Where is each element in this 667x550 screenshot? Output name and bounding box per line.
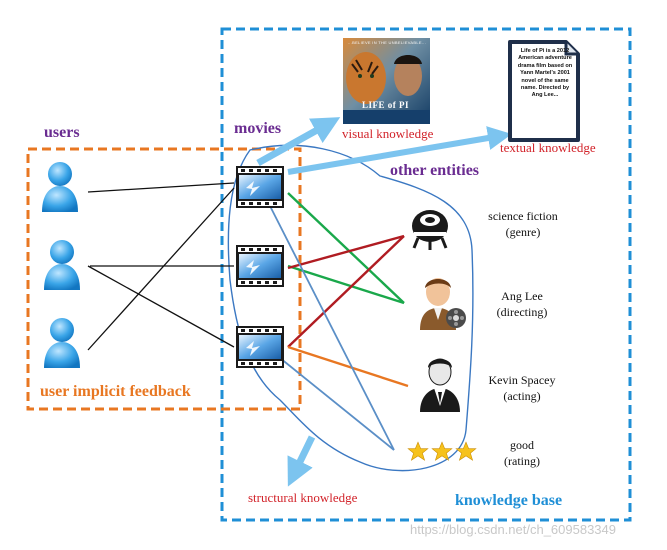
user-icon — [44, 318, 80, 368]
structural-knowledge-arrow — [287, 435, 316, 487]
user-implicit-feedback-label: user implicit feedback — [40, 383, 191, 400]
other-entities-label: other entities — [390, 162, 480, 179]
movie-film-icon — [236, 245, 284, 287]
entity-name: good — [510, 438, 534, 452]
structural-knowledge-label: structural knowledge — [248, 490, 358, 505]
rating-stars-icon — [407, 441, 477, 461]
watermark-text: https://blog.csdn.net/ch_609583349 — [410, 522, 616, 537]
visual-knowledge-arrow — [256, 117, 341, 167]
poster-tagline: ...BELIEVE IN THE UNBELIEVABLE... — [347, 40, 427, 45]
entity-label-genre: science fiction (genre) — [480, 208, 566, 240]
entity-name: Ang Lee — [501, 289, 543, 303]
ufo-icon — [412, 210, 448, 250]
visual-knowledge-label: visual knowledge — [342, 126, 434, 141]
text-document-icon — [508, 40, 580, 142]
entity-label-acting: Kevin Spacey (acting) — [480, 372, 564, 404]
textual-knowledge-label: textual knowledge — [500, 140, 596, 155]
entity-label-rating: good (rating) — [494, 437, 550, 469]
entity-relation: (directing) — [496, 305, 548, 319]
knowledge-base-label: knowledge base — [455, 492, 563, 509]
entity-relation: (genre) — [505, 225, 541, 239]
users-label: users — [44, 124, 80, 141]
entity-label-directing: Ang Lee (directing) — [484, 288, 560, 320]
movie-poster-image — [343, 38, 430, 124]
actor-icon — [420, 358, 460, 412]
movies-entities-region — [227, 144, 474, 472]
poster-title: LIFE of PI — [362, 100, 410, 110]
director-icon — [420, 278, 466, 330]
movie-film-icon — [236, 326, 284, 368]
user-icon — [44, 240, 80, 290]
user-icon — [42, 162, 78, 212]
entity-relation: (rating) — [504, 454, 540, 468]
movie-entity-links — [287, 192, 409, 388]
document-text: Life of Pi is a 2012 American adventure … — [517, 48, 573, 99]
user-movie-links — [87, 182, 235, 351]
entity-name: science fiction — [488, 209, 558, 223]
entity-relation: (acting) — [503, 389, 541, 403]
movie-film-icon — [236, 166, 284, 208]
knowledge-base-frame — [220, 27, 632, 522]
movie-rating-links — [269, 205, 395, 451]
entity-name: Kevin Spacey — [488, 373, 556, 387]
movies-label: movies — [234, 120, 282, 137]
textual-knowledge-arrow — [287, 126, 512, 175]
